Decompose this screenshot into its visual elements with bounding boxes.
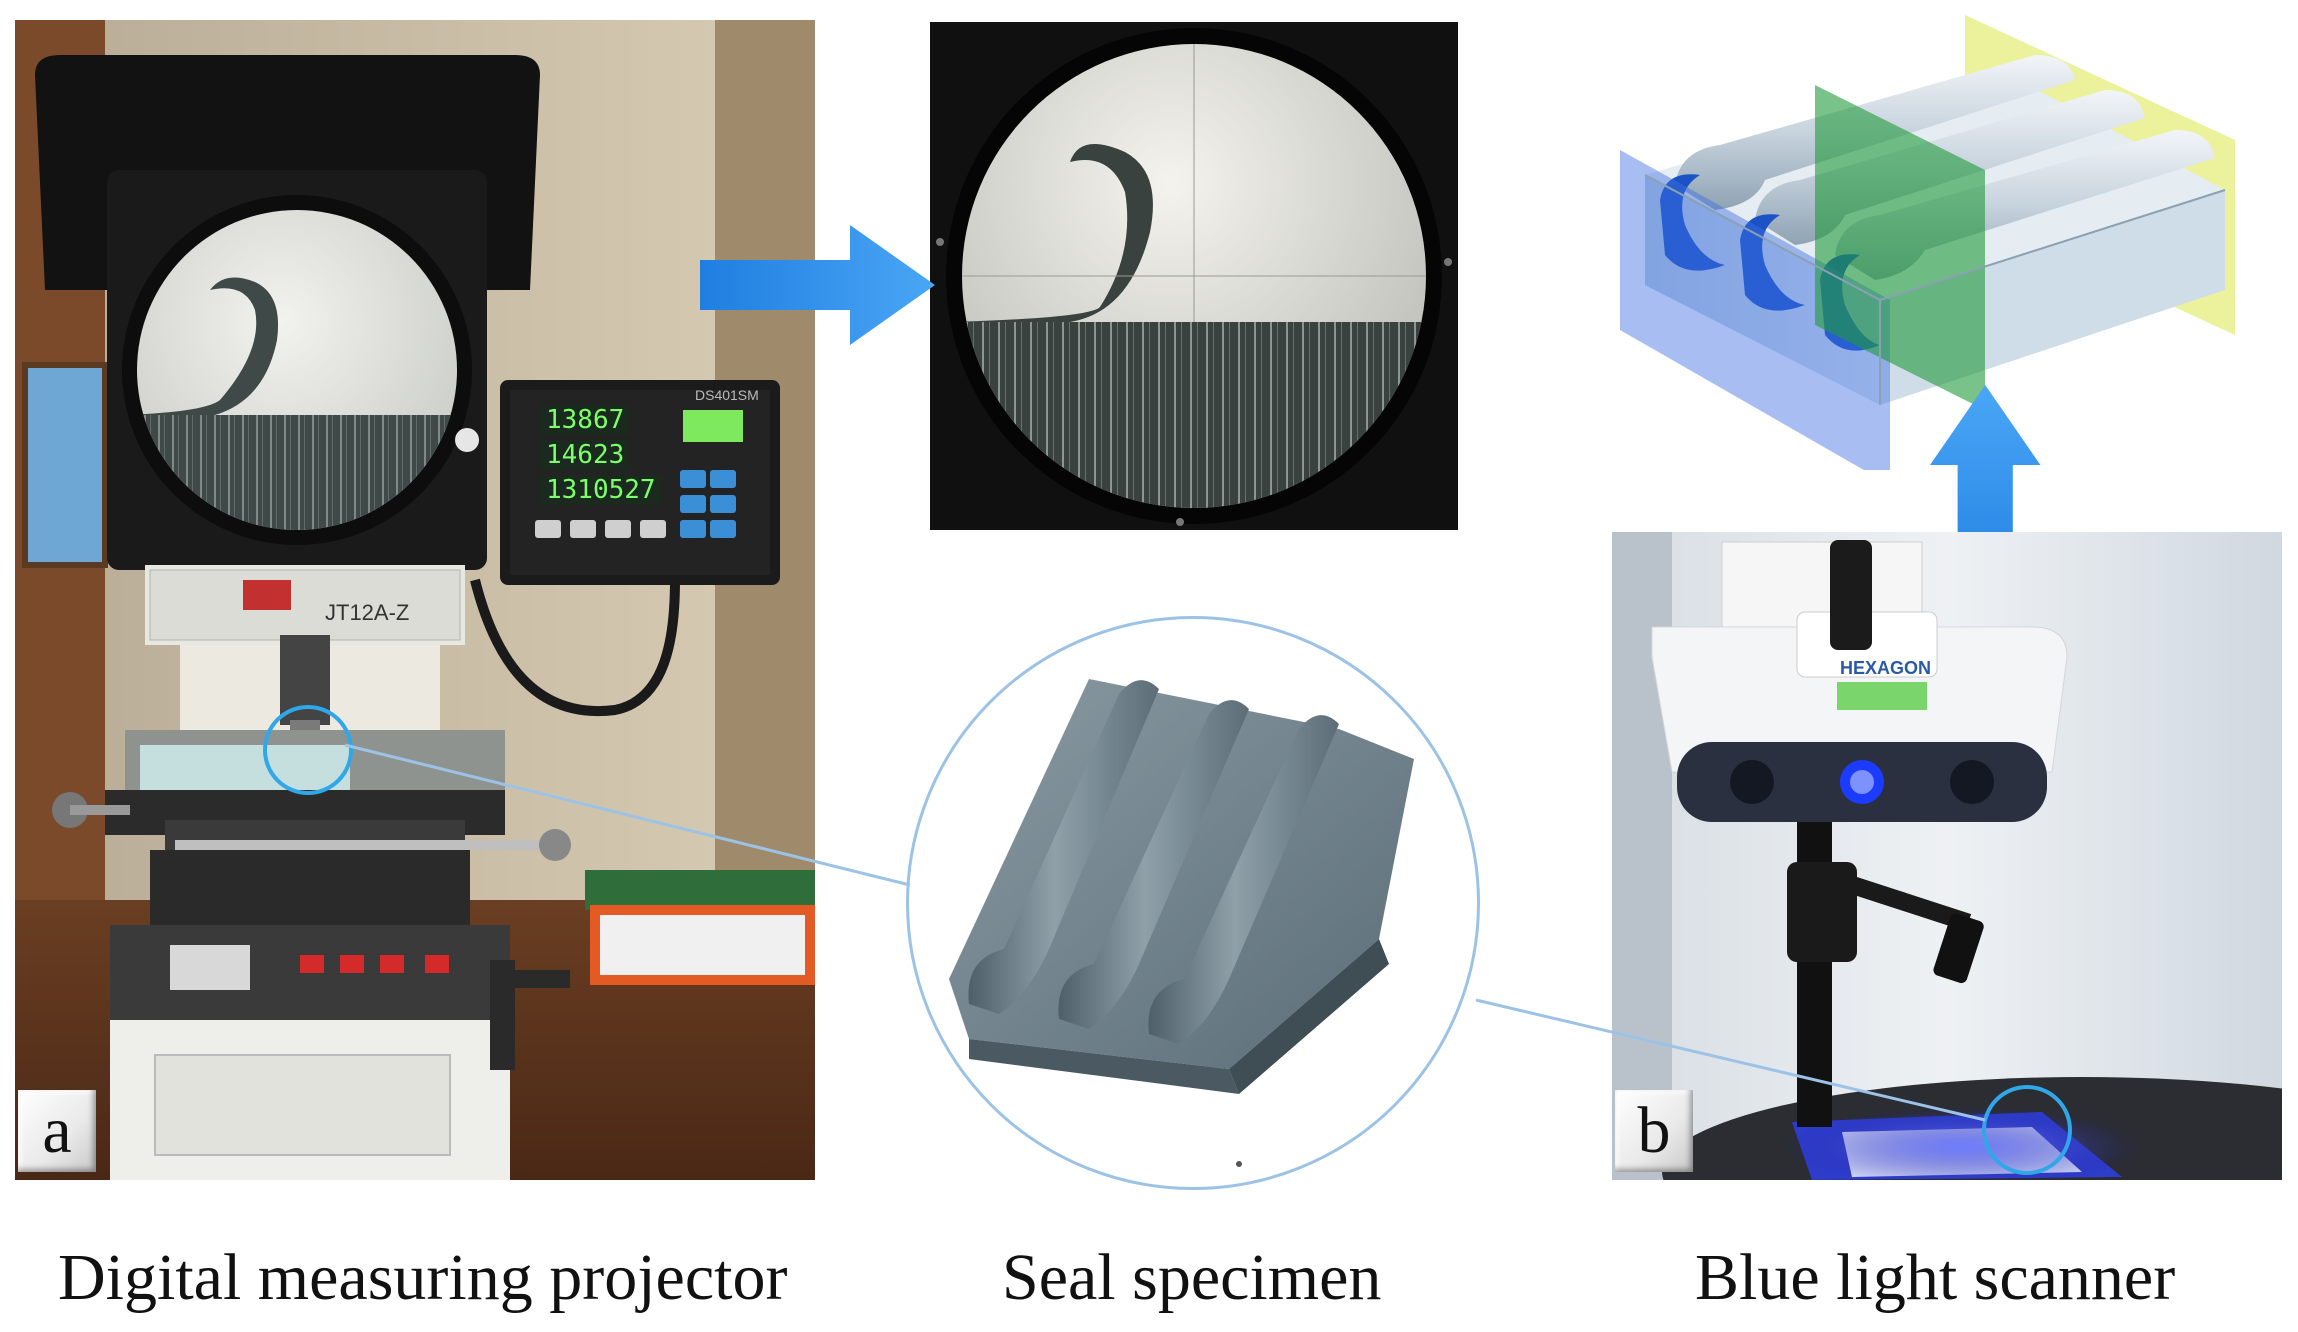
keypad-key (680, 520, 706, 538)
specimen-circle-marker (1982, 1085, 2072, 1175)
keypad-key (640, 520, 666, 538)
caption-blue-light-scanner: Blue light scanner (1695, 1241, 2176, 1314)
projection-screen-illustration (936, 28, 1452, 526)
keypad-key (710, 470, 736, 488)
keypad-key (710, 520, 736, 538)
scanner-illustration: HEXAGON (1612, 532, 2282, 1180)
readout-z: 1310527 (540, 475, 662, 505)
readout-x: 13867 (540, 405, 631, 435)
keypad-key (680, 470, 706, 488)
keypad-key (680, 495, 706, 513)
model-plate-text: JT12A-Z (325, 600, 409, 625)
keypad-key (570, 520, 596, 538)
panel-label-b: b (1615, 1090, 1693, 1172)
readout-y: 14623 (540, 440, 631, 470)
scan-model-illustration (1620, 15, 2235, 470)
arrow-right-icon (700, 225, 935, 345)
seal-specimen-magnifier (906, 616, 1480, 1190)
keypad-key (605, 520, 631, 538)
projector-illustration: JT12A-Z DS401SM (15, 20, 815, 1180)
caption-digital-measuring-projector: Digital measuring projector (58, 1241, 788, 1314)
scanner-photo: HEXAGON (1612, 532, 2282, 1180)
keypad-key (535, 520, 561, 538)
projector-photo: JT12A-Z DS401SM 13867 14623 1 (15, 20, 815, 1180)
specimen-circle-marker (263, 705, 353, 795)
scanner-brand-text: HEXAGON (1840, 658, 1931, 678)
panel-label-a: a (18, 1090, 96, 1172)
projection-screen-photo (930, 22, 1458, 530)
seal-specimen-illustration (949, 679, 1414, 1167)
keypad-key (710, 495, 736, 513)
display-model-text: DS401SM (695, 387, 759, 403)
caption-seal-specimen: Seal specimen (1002, 1241, 1382, 1314)
